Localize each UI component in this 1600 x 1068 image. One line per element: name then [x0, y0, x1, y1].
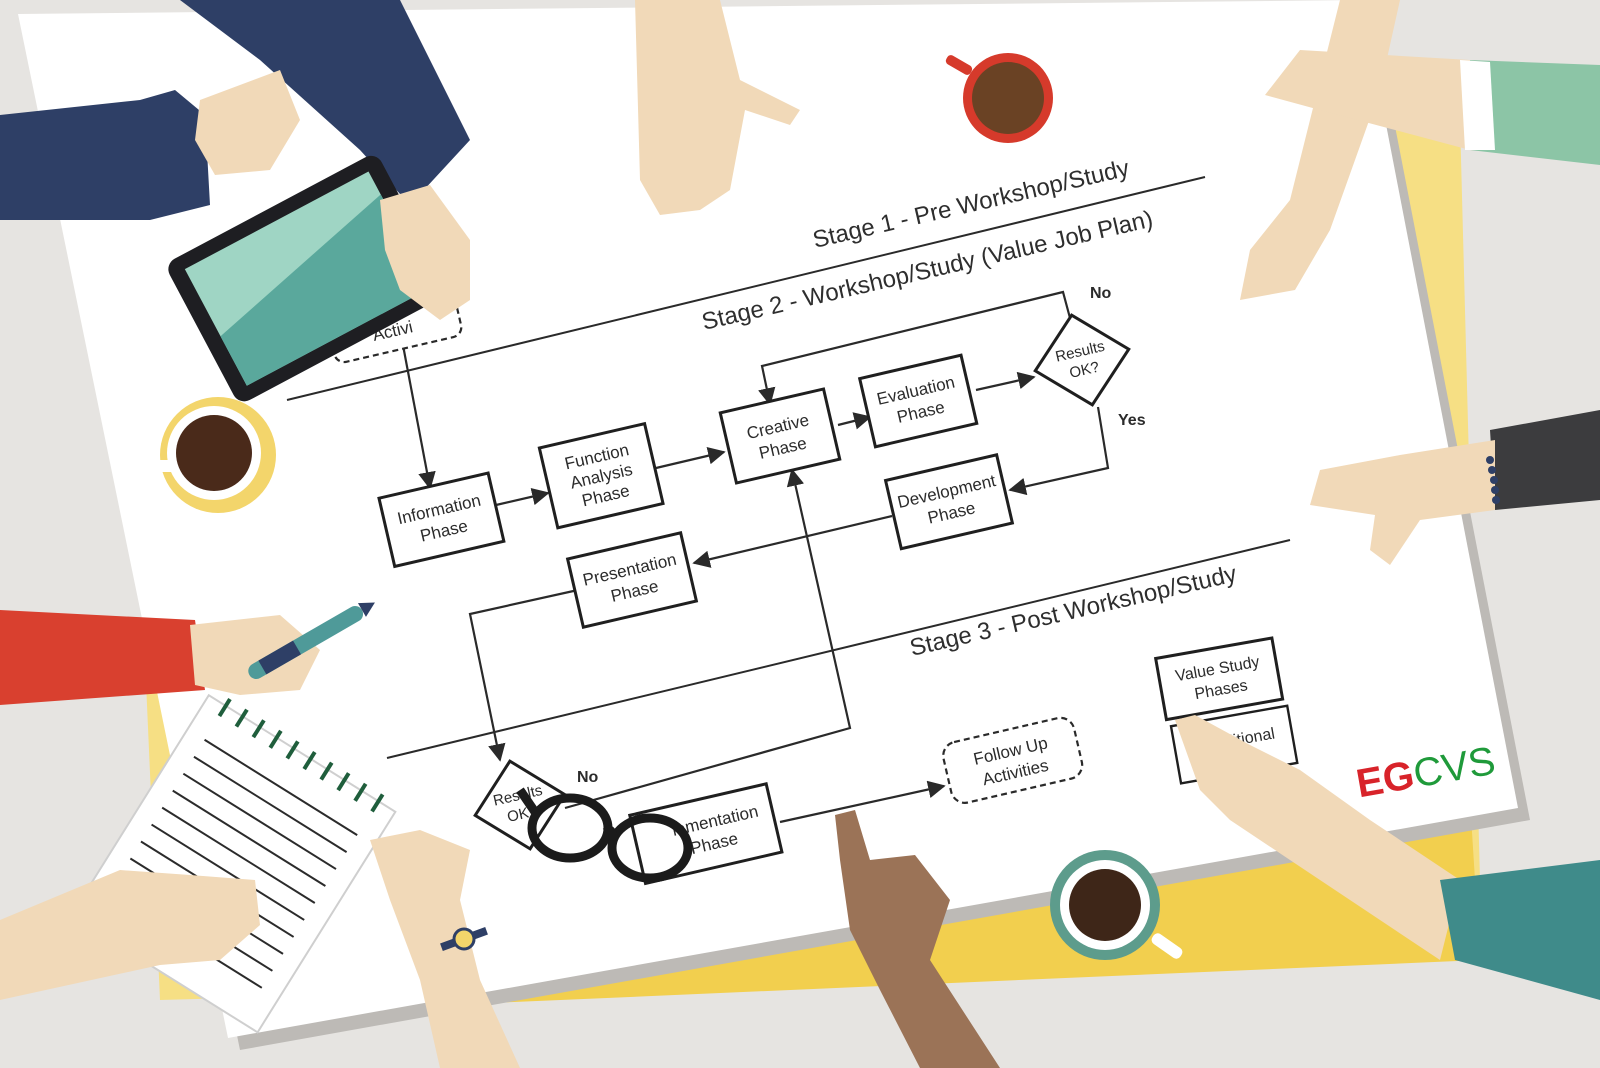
logo-eg: EG — [1353, 753, 1418, 806]
coffee-cup-bottom — [1050, 850, 1183, 960]
presentation-phase-node: Presentation Phase — [565, 531, 699, 629]
svg-text:EGCVS: EGCVS — [1353, 739, 1499, 807]
arm-bottom-dark — [835, 810, 1000, 1068]
arm-top-right — [1240, 0, 1600, 300]
function-analysis-phase-node: Function Analysis Phase — [537, 421, 665, 530]
hand-on-tablet — [380, 185, 470, 320]
development-phase-node: Development Phase — [883, 453, 1015, 551]
yes-top-label: Yes — [1118, 412, 1146, 429]
tablet-device — [168, 155, 447, 402]
no-top-label: No — [1090, 285, 1112, 302]
creative-phase-node: Creative Phase — [718, 387, 842, 485]
flow-connectors — [400, 290, 1110, 824]
glasses-icon — [516, 787, 693, 883]
results-top-decision: Results OK? — [1033, 313, 1131, 407]
arm-left-red — [0, 610, 320, 705]
information-phase-node: Information Phase — [377, 471, 506, 569]
implementation-phase-node: lementation Phase — [627, 782, 784, 886]
stage2-separator — [386, 539, 1291, 759]
hand-on-notepad — [0, 870, 260, 1000]
arm-right-middle — [1310, 410, 1600, 565]
hand-top-middle — [635, 0, 800, 215]
coffee-cup-left — [140, 397, 276, 513]
arm-bottom-right — [1175, 715, 1600, 1000]
arm-top-left-navy — [0, 0, 470, 220]
egcvs-logo: EGCVS — [1353, 739, 1499, 807]
results-top-line2: OK? — [1068, 359, 1101, 382]
follow-up-node: Follow Up Activities — [942, 716, 1084, 804]
no-bottom-label: No — [577, 769, 599, 786]
evaluation-phase-node: Evaluation Phase — [857, 353, 979, 449]
stage1-separator — [286, 176, 1206, 401]
arm-bottom-left — [370, 830, 520, 1068]
coffee-cup-top — [945, 43, 1062, 157]
pen-icon — [248, 602, 375, 679]
legend-value-study: Value Study Phases — [1153, 636, 1285, 722]
